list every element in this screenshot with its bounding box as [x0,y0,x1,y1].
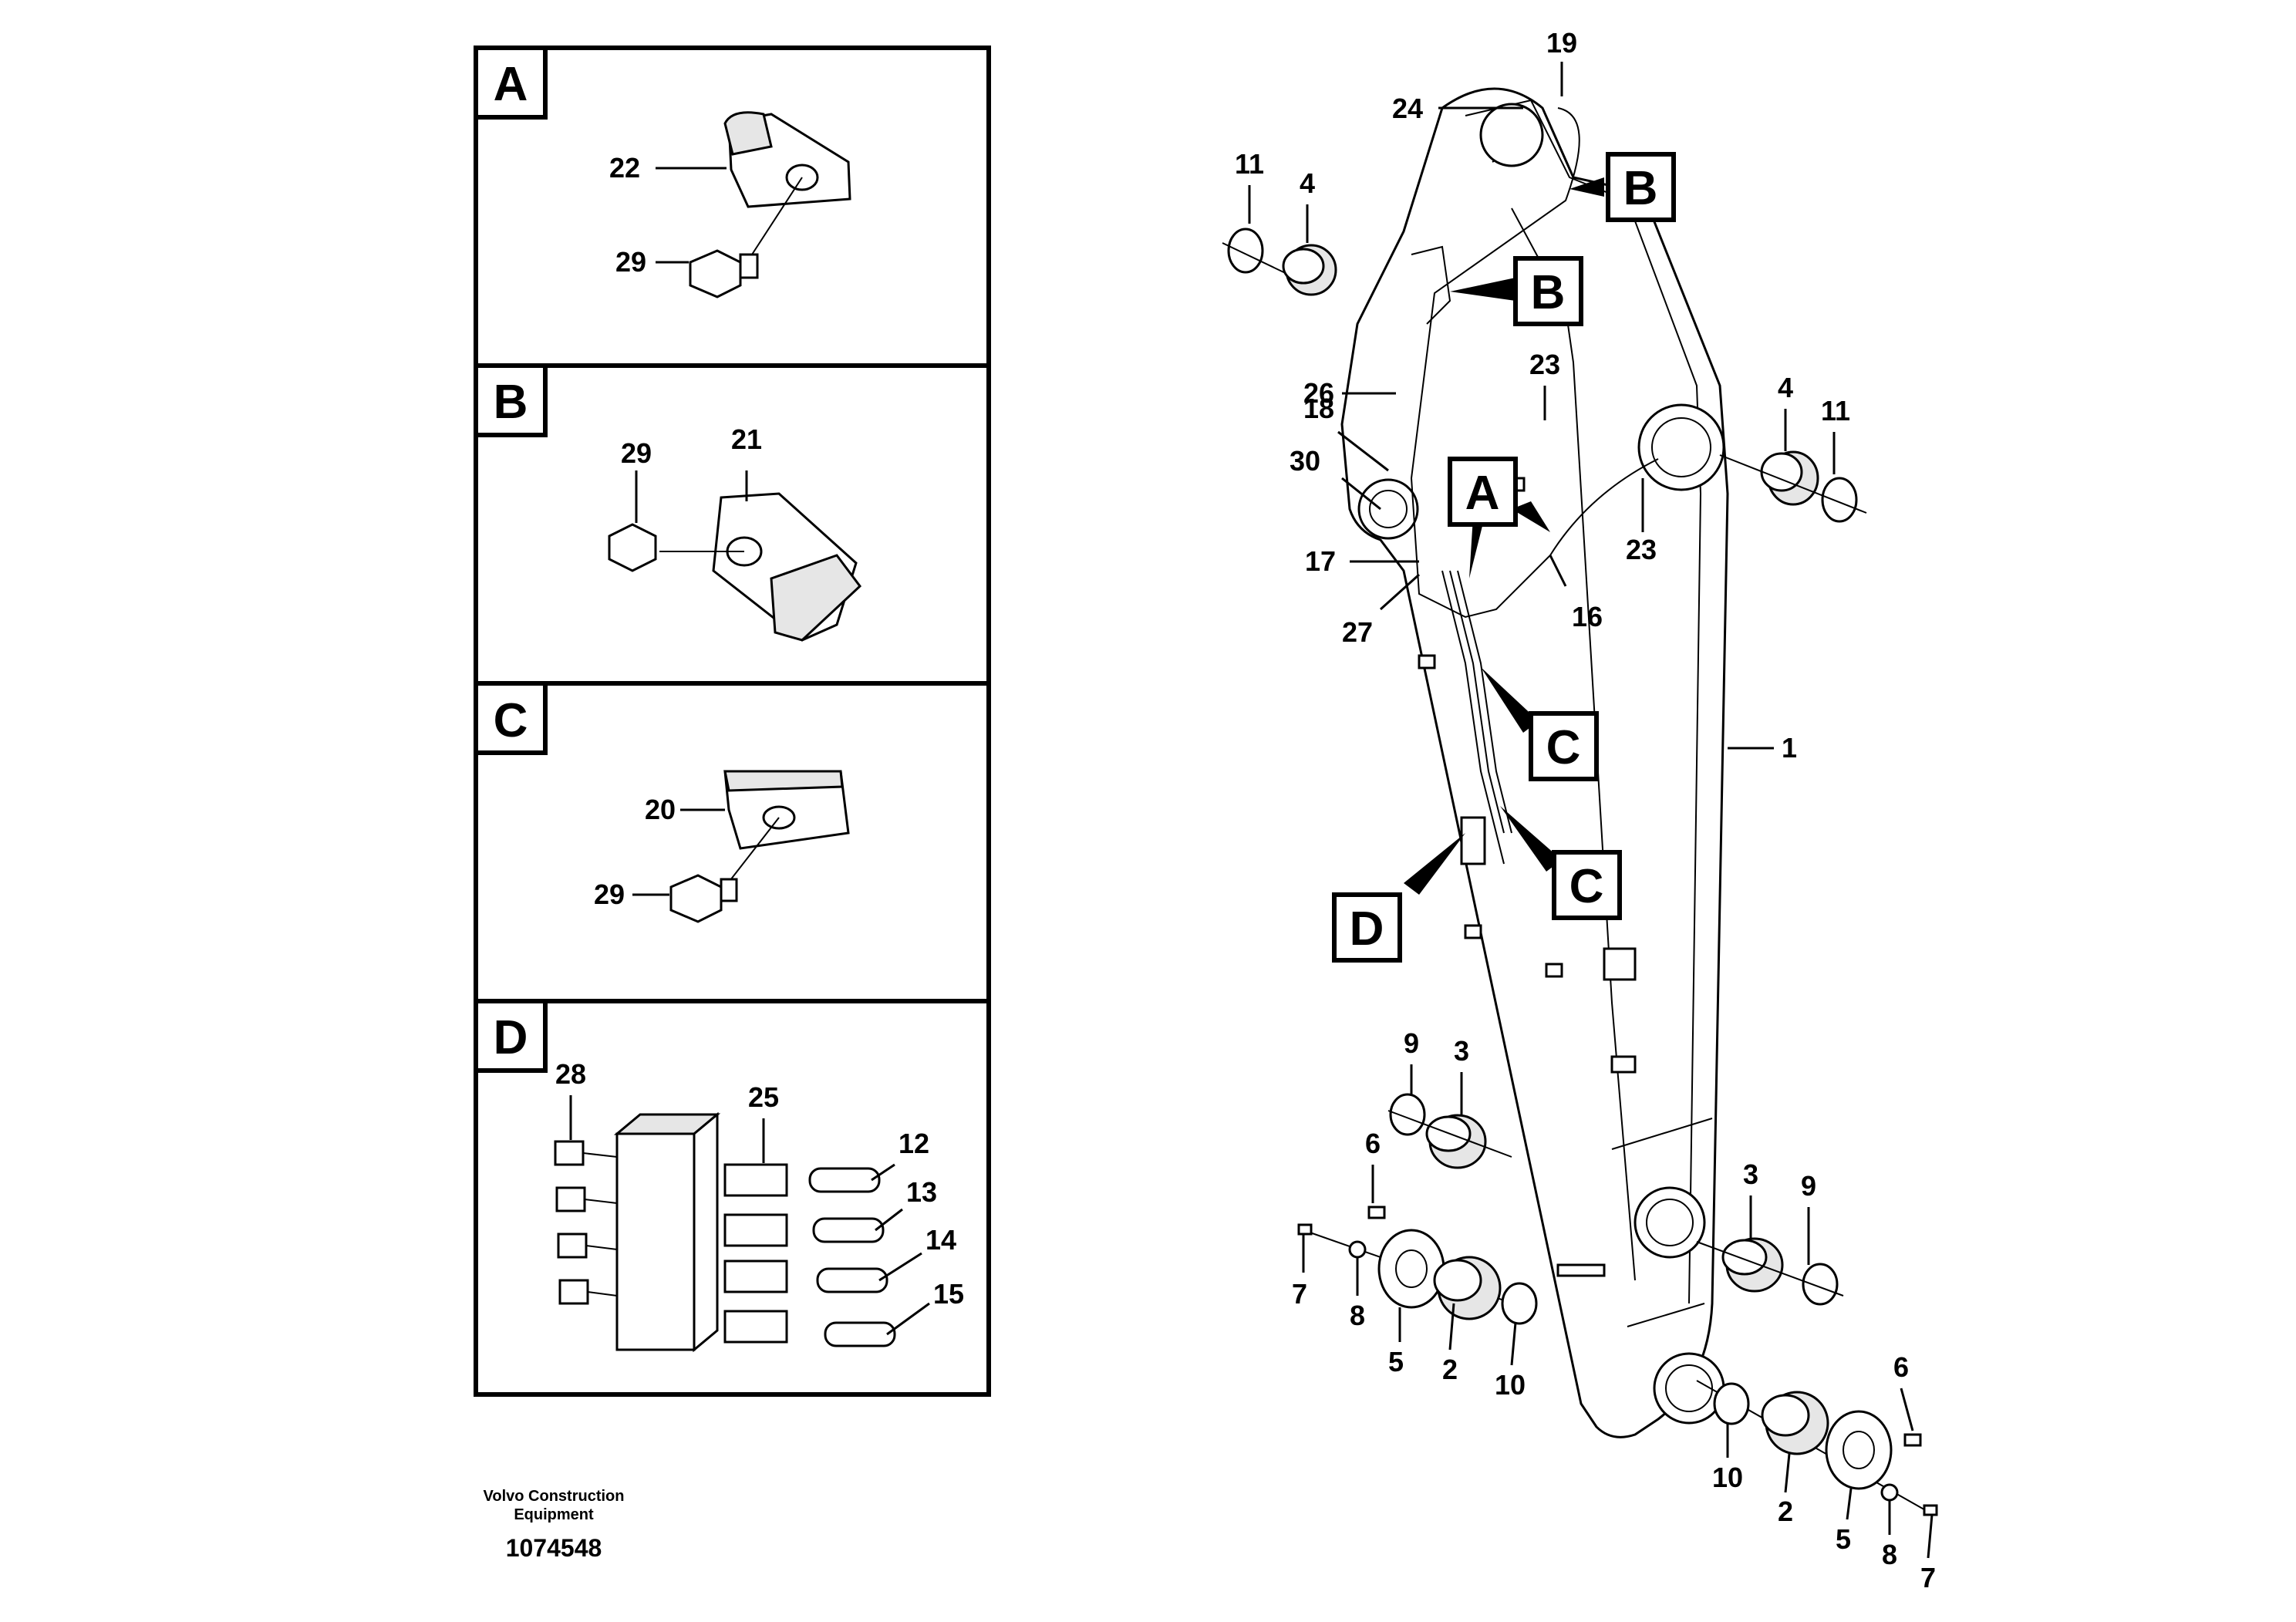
label-23-right: 23 [1626,534,1657,565]
panel-b-tag: B [494,376,528,429]
label-24: 24 [1392,93,1423,124]
main-labels: 19 24 11 4 26 23 18 30 17 27 16 4 11 23 … [1235,27,1936,1593]
panel-d-label-28: 28 [555,1058,586,1090]
panel-a-label-22: 22 [609,152,640,184]
label-27: 27 [1342,616,1373,648]
detail-panel-c: C 20 29 [474,681,991,1003]
detail-panel-b: B 29 21 [474,363,991,686]
label-2-right: 2 [1778,1496,1793,1527]
callout-b-middle: B [1531,266,1566,319]
panel-d-label-15: 15 [933,1278,964,1310]
footer-company-line1: Volvo Construction [484,1488,625,1505]
label-16: 16 [1572,601,1603,632]
panel-b-label-21: 21 [731,423,762,455]
label-18: 18 [1303,393,1334,424]
label-10-left: 10 [1495,1369,1526,1401]
document-number: 1074548 [506,1534,602,1562]
label-3-left: 3 [1454,1035,1469,1067]
label-5-right: 5 [1836,1523,1851,1555]
label-9-right: 9 [1801,1170,1816,1202]
panel-d-tag: D [494,1011,528,1064]
pins-and-bushings [1222,228,1938,1516]
detail-panel-a: A 22 29 [474,46,991,368]
label-10-right: 10 [1712,1462,1743,1493]
label-4-top: 4 [1300,167,1315,199]
main-callouts: B B A C C D [1332,152,1676,963]
panel-b-label-29: 29 [621,437,652,469]
panel-d-label-12: 12 [899,1128,929,1159]
label-26: 26 [1303,377,1334,409]
label-11-top: 11 [1235,148,1264,180]
panel-d-label-13: 13 [906,1176,937,1208]
label-5-left: 5 [1388,1346,1404,1378]
main-leaders [1248,62,1934,1559]
label-3-right: 3 [1743,1158,1758,1190]
label-19: 19 [1546,27,1577,59]
label-7-left: 7 [1292,1278,1307,1310]
label-23-top: 23 [1529,349,1560,380]
label-4-right: 4 [1778,372,1793,403]
panel-c-tag: C [494,694,528,747]
label-8-left: 8 [1350,1300,1365,1331]
panel-d-label-14: 14 [925,1224,956,1256]
label-6-left: 6 [1365,1128,1381,1159]
label-8-right: 8 [1882,1539,1897,1570]
callout-b-top: B [1623,162,1658,215]
callout-c-upper: C [1546,721,1581,774]
label-30: 30 [1290,445,1320,477]
panel-d-label-25: 25 [748,1081,779,1113]
label-6-right: 6 [1893,1351,1909,1383]
panel-c-label-20: 20 [645,794,676,825]
label-7-right: 7 [1920,1562,1936,1593]
label-2-left: 2 [1442,1354,1458,1385]
panel-c-label-29: 29 [594,878,625,910]
detail-panel-d: D 28 25 12 13 14 15 [474,999,991,1397]
label-1: 1 [1782,732,1797,764]
panel-a-tag: A [494,58,528,111]
label-17: 17 [1305,545,1336,577]
panel-a-label-29: 29 [615,246,646,278]
footer-company-line2: Equipment [514,1506,594,1523]
callout-c-lower: C [1569,860,1604,913]
label-11-right: 11 [1821,395,1850,427]
label-9-left: 9 [1404,1027,1419,1059]
callout-d: D [1350,902,1384,956]
callout-a: A [1465,467,1500,520]
